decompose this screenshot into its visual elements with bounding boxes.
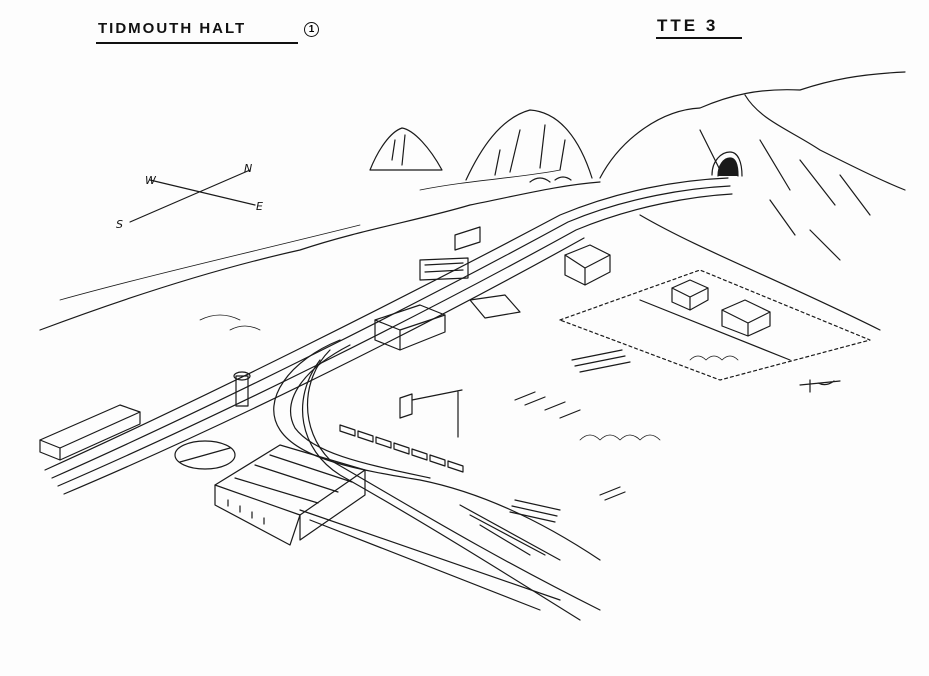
cottages	[564, 244, 771, 337]
yard-stacks	[509, 349, 631, 523]
artist-signature	[799, 379, 841, 393]
compass-label-n: N	[244, 162, 252, 175]
tunnel-portal	[711, 151, 743, 177]
compass-label-w: W	[145, 174, 157, 187]
footbridge	[419, 257, 469, 281]
rock-outcrop-left	[369, 127, 443, 171]
drawing-code: TTE 3	[657, 16, 719, 35]
rock-outcrop-center	[465, 109, 593, 183]
wagons-row	[339, 424, 464, 473]
turntable	[174, 440, 236, 470]
hedges	[579, 355, 739, 441]
sheet-number-badge: 1	[304, 22, 319, 37]
platform-building-left	[39, 404, 141, 461]
page-title: TIDMOUTH HALT	[98, 20, 247, 37]
mainline-tracks	[44, 177, 733, 495]
title-underline	[96, 42, 298, 44]
field-boundaries	[559, 269, 871, 381]
crane	[399, 389, 463, 438]
yard-sidings	[299, 504, 561, 611]
compass-label-e: E	[256, 200, 263, 213]
station-buildings	[374, 226, 521, 351]
water-tower	[233, 371, 251, 407]
hillside-right	[599, 71, 906, 331]
coastline	[39, 181, 601, 331]
compass-label-s: S	[116, 218, 123, 231]
code-underline	[656, 37, 742, 39]
compass-rose	[129, 169, 256, 223]
engine-shed	[214, 444, 366, 546]
